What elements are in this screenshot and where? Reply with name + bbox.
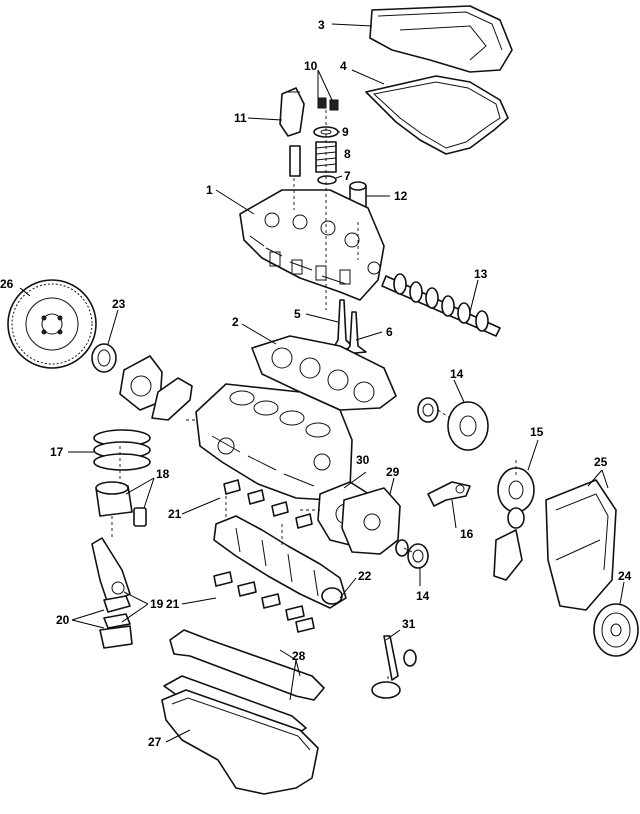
callout-19: 19: [150, 597, 164, 611]
callout-28: 28: [292, 649, 306, 663]
valve-keepers: [317, 97, 339, 111]
callout-21a: 21: [168, 507, 182, 521]
callout-23: 23: [112, 297, 126, 311]
flywheel: [7, 279, 97, 369]
lower-main-bearings: [213, 571, 315, 633]
callout-8: 8: [344, 147, 351, 161]
callout-6: 6: [386, 325, 393, 339]
callout-numbers: 1 2 3 4 5 6 7 8 9 10 11 12 13 14 14 15 1…: [0, 18, 632, 749]
separator-plate: [151, 377, 193, 421]
callout-31: 31: [402, 617, 416, 631]
callout-12: 12: [394, 189, 408, 203]
exhaust-valve: [343, 311, 367, 355]
callout-5: 5: [294, 307, 301, 321]
rod-cap: [99, 625, 133, 649]
timing-belt-cover: [545, 479, 617, 611]
valve-cover-gasket: [365, 75, 509, 155]
piston: [95, 481, 133, 517]
callout-29: 29: [386, 465, 400, 479]
lash-adjuster: [289, 145, 301, 177]
callout-1: 1: [206, 183, 213, 197]
rod-bearing-upper: [103, 595, 131, 613]
callout-14b: 14: [416, 589, 430, 603]
head-gasket: [251, 335, 397, 411]
callout-10: 10: [304, 59, 318, 73]
callout-14a: 14: [450, 367, 464, 381]
callout-18: 18: [156, 467, 170, 481]
piston-rings: [93, 429, 151, 471]
callout-26: 26: [0, 277, 14, 291]
camshaft: [381, 273, 501, 337]
crank-sprocket: [395, 539, 409, 557]
callout-16: 16: [460, 527, 474, 541]
callout-20: 20: [56, 613, 70, 627]
crankshaft: [213, 515, 347, 609]
callout-21b: 21: [166, 597, 180, 611]
camshaft-sprocket: [447, 401, 489, 451]
crankshaft-front-seal: [407, 543, 429, 569]
upper-main-bearings: [223, 479, 313, 529]
callout-27: 27: [148, 735, 162, 749]
callout-7: 7: [344, 169, 351, 183]
callout-2: 2: [232, 315, 239, 329]
callout-15: 15: [530, 425, 544, 439]
piston-pin: [133, 507, 147, 527]
timing-belt-tensioner: [493, 467, 535, 581]
oil-pan: [161, 689, 319, 795]
connecting-rod: [91, 537, 131, 605]
camshaft-seal: [417, 397, 439, 423]
callout-30: 30: [356, 453, 370, 467]
rod-bearing-lower: [103, 613, 131, 629]
valve-spring-seat: [317, 175, 337, 185]
tensioner-bracket: [427, 481, 471, 507]
valve-cover: [369, 5, 513, 73]
rocker-arm: [279, 87, 305, 137]
alignment-lines: [111, 110, 517, 682]
callout-13: 13: [474, 267, 488, 281]
callout-3: 3: [318, 18, 325, 32]
rear-main-seal: [91, 343, 117, 373]
front-cover: [341, 487, 401, 555]
callout-11: 11: [234, 111, 247, 125]
callout-4: 4: [340, 59, 347, 73]
cylinder-head: [239, 189, 385, 301]
callout-9: 9: [342, 125, 349, 139]
crankshaft-pulley: [593, 603, 639, 657]
callout-22: 22: [358, 569, 372, 583]
callout-17: 17: [50, 445, 64, 459]
leader-lines: [19, 23, 625, 743]
callout-24: 24: [618, 569, 632, 583]
oil-pickup-tube: [371, 635, 417, 699]
callout-25: 25: [594, 455, 608, 469]
